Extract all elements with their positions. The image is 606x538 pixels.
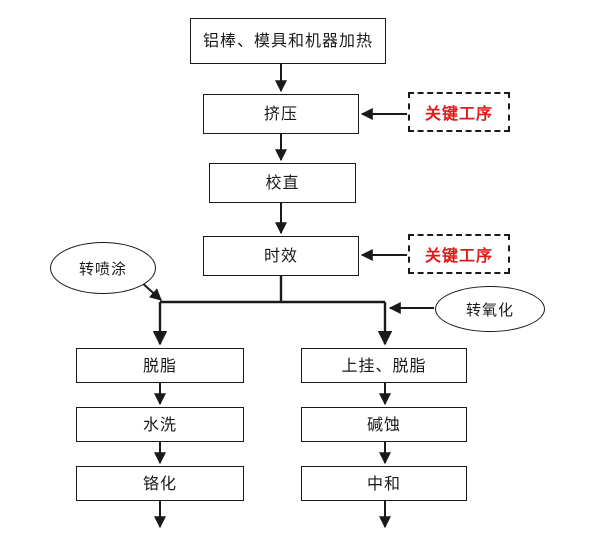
- process-node-straightening[interactable]: 校直: [209, 163, 356, 203]
- process-node-hang-degrease[interactable]: 上挂、脱脂: [301, 348, 467, 383]
- process-node-extrusion[interactable]: 挤压: [203, 94, 359, 134]
- process-node-alkali-etch[interactable]: 碱蚀: [301, 407, 467, 442]
- key-process-note-extrusion[interactable]: 关键工序: [408, 92, 510, 132]
- process-node-chromating[interactable]: 铬化: [76, 466, 244, 501]
- branch-label-to-oxidation[interactable]: 转氧化: [435, 286, 545, 332]
- process-node-aging[interactable]: 时效: [203, 236, 359, 276]
- process-node-degrease[interactable]: 脱脂: [76, 348, 244, 383]
- key-process-note-aging[interactable]: 关键工序: [408, 234, 510, 274]
- process-node-heating[interactable]: 铝棒、模具和机器加热: [190, 18, 386, 64]
- branch-label-to-spray[interactable]: 转喷涂: [50, 242, 156, 294]
- process-node-neutralize[interactable]: 中和: [301, 466, 467, 501]
- process-node-water-wash[interactable]: 水洗: [76, 407, 244, 442]
